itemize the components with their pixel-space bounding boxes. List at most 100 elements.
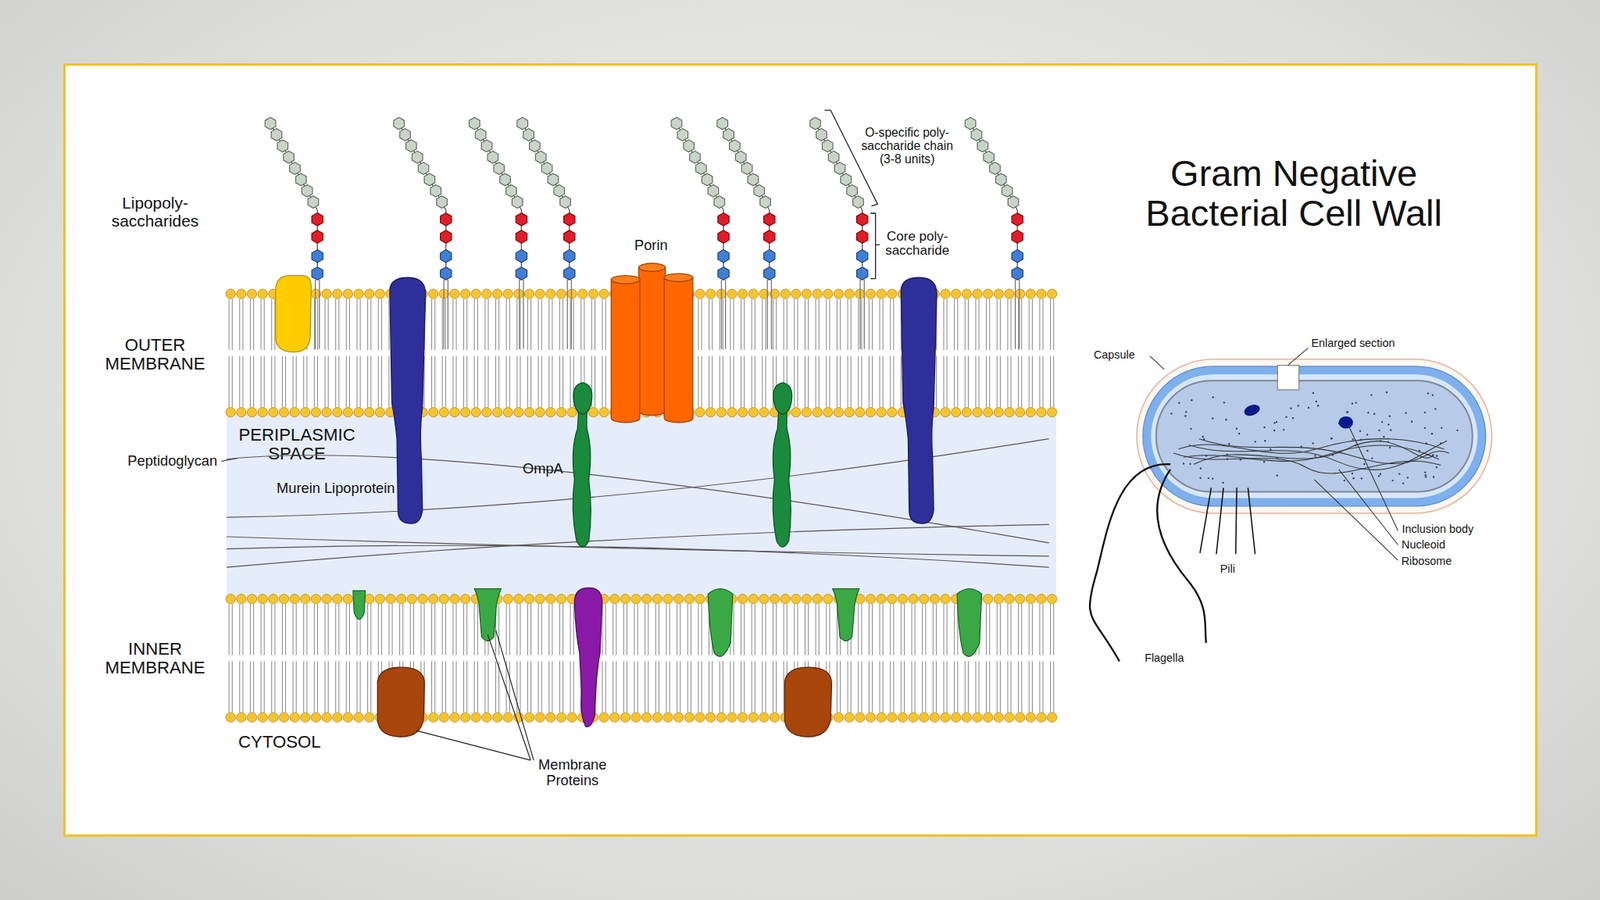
lipid-head bbox=[983, 712, 993, 722]
lipid-head bbox=[844, 289, 854, 299]
ribosome-dot bbox=[1312, 442, 1315, 444]
o-antigen-sugar bbox=[481, 139, 493, 153]
lipid-head bbox=[897, 712, 908, 722]
lipid-head bbox=[812, 594, 822, 604]
lipid-head bbox=[546, 289, 556, 299]
lipid-head bbox=[278, 407, 289, 418]
lipid-head bbox=[631, 594, 641, 604]
lipid-head bbox=[663, 712, 673, 722]
ribosome-dot bbox=[1203, 438, 1205, 440]
lipid-a-tail bbox=[721, 279, 725, 350]
ribosome-dot bbox=[1223, 401, 1225, 404]
ribosome-dot bbox=[1225, 418, 1227, 421]
lipid-head bbox=[407, 594, 417, 604]
o-antigen-sugar bbox=[735, 150, 747, 164]
core-sugar bbox=[515, 213, 527, 226]
lipid-head bbox=[503, 594, 513, 604]
lps-molecule bbox=[964, 117, 1023, 349]
core-sugar bbox=[717, 230, 729, 243]
ribosome-dot bbox=[1391, 479, 1393, 482]
lipid-head bbox=[780, 289, 790, 299]
lipid-head bbox=[1046, 407, 1057, 418]
lipid-head bbox=[642, 712, 652, 722]
lipid-head bbox=[450, 712, 460, 722]
lipid-head bbox=[695, 289, 705, 299]
lipid-a-tail bbox=[767, 279, 772, 350]
lipid-head bbox=[865, 594, 875, 604]
o-antigen-sugar bbox=[523, 128, 535, 142]
lipid-a-tail bbox=[1015, 279, 1020, 350]
bracket bbox=[870, 213, 880, 279]
ribosome-dot bbox=[1371, 457, 1373, 459]
ribosome-dot bbox=[1346, 410, 1349, 413]
porin-top bbox=[610, 275, 640, 284]
porin-top bbox=[664, 273, 693, 282]
lipid-head bbox=[1025, 289, 1036, 299]
lipid-head bbox=[812, 289, 822, 299]
lipid-head bbox=[556, 289, 566, 299]
o-antigen-sugar bbox=[714, 196, 725, 209]
ribosome-dot bbox=[1285, 416, 1287, 418]
lipid-head bbox=[321, 594, 332, 604]
ribosome-dot bbox=[1235, 427, 1238, 429]
o-antigen-sugar bbox=[400, 128, 411, 142]
lipid-head bbox=[524, 594, 534, 604]
ribosome-dot bbox=[1315, 400, 1318, 403]
lipid-head bbox=[524, 289, 534, 299]
o-antigen-sugar bbox=[971, 128, 983, 142]
lipid-head bbox=[353, 407, 364, 418]
o-antigen-sugar bbox=[753, 184, 765, 197]
lipid-head bbox=[993, 289, 1004, 299]
ribosome-dot bbox=[1185, 410, 1187, 413]
ribosome-dot bbox=[1378, 429, 1380, 432]
ribosome-dot bbox=[1432, 475, 1435, 478]
lipid-head bbox=[482, 289, 492, 299]
lipid-head bbox=[844, 712, 854, 722]
o-antigen-sugar bbox=[475, 128, 486, 142]
protein-label: Porin bbox=[634, 237, 668, 254]
lipid-head bbox=[1015, 712, 1025, 722]
lipid-head bbox=[310, 712, 321, 722]
lipid-head bbox=[887, 289, 897, 299]
lipid-head bbox=[951, 407, 961, 418]
murein-lipoprotein bbox=[900, 277, 937, 524]
o-antigen-sugar bbox=[1001, 184, 1013, 197]
lipid-head bbox=[791, 594, 801, 604]
lipid-head bbox=[246, 407, 257, 418]
ribosome-dot bbox=[1263, 426, 1265, 429]
ribosome-dot bbox=[1238, 432, 1240, 435]
lipid-head bbox=[940, 289, 950, 299]
lipid-head bbox=[1025, 594, 1036, 604]
lipid-head bbox=[674, 712, 684, 722]
lipid-head bbox=[759, 712, 769, 722]
lipid-head bbox=[642, 594, 652, 604]
ribosome-dot bbox=[1182, 462, 1185, 465]
porin-top bbox=[639, 263, 666, 272]
callout-label: O-specific poly- saccharide chain (3-8 u… bbox=[859, 126, 954, 167]
o-antigen-sugar bbox=[810, 117, 822, 130]
lipid-head bbox=[823, 594, 833, 604]
core-sugar bbox=[515, 250, 527, 263]
lipid-head bbox=[695, 594, 705, 604]
murein-lipoprotein bbox=[389, 277, 426, 524]
lipid-head bbox=[289, 712, 300, 722]
lipid-head bbox=[791, 407, 801, 418]
core-sugar bbox=[440, 250, 452, 263]
o-antigen-sugar bbox=[701, 173, 713, 186]
lipid-head bbox=[225, 407, 236, 418]
ribosome-dot bbox=[1211, 417, 1214, 419]
core-sugar bbox=[857, 267, 868, 280]
ribosome-dot bbox=[1330, 437, 1333, 440]
o-antigen-sugar bbox=[424, 173, 436, 186]
ribosome-dot bbox=[1355, 401, 1358, 404]
core-sugar bbox=[311, 230, 323, 243]
lipid-head bbox=[865, 712, 875, 722]
o-antigen-sugar bbox=[828, 150, 840, 164]
o-antigen-sugar bbox=[271, 128, 283, 142]
ribosome-dot bbox=[1343, 479, 1346, 482]
membrane-protein bbox=[377, 667, 425, 737]
ribosome-dot bbox=[1366, 433, 1368, 436]
ribosome-dot bbox=[1378, 475, 1380, 477]
lipid-head bbox=[865, 407, 875, 418]
